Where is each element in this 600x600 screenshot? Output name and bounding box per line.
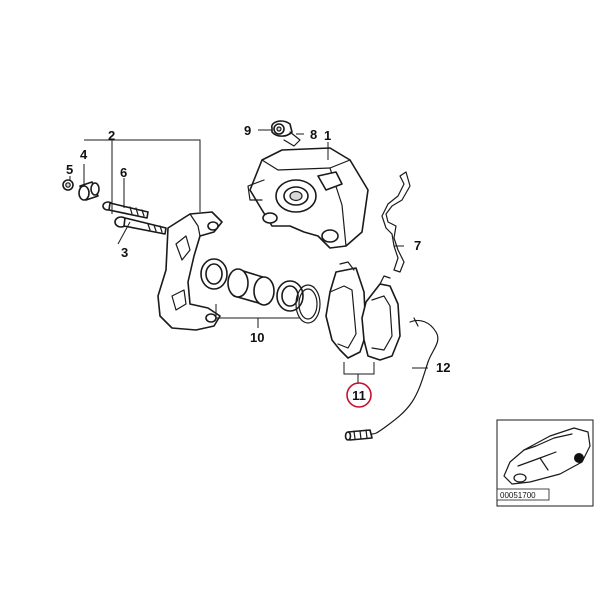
caliper-part[interactable] [247,147,369,249]
callout-10[interactable]: 10 [250,330,264,345]
wear-sensor-part[interactable] [344,317,439,441]
guide-bolt-part[interactable] [102,201,149,219]
callout-labels: 1 2 3 4 5 6 7 8 9 10 12 [66,123,450,375]
callout-11-highlight[interactable]: 11 [346,382,372,408]
callout-5[interactable]: 5 [66,162,73,177]
bolt-part[interactable] [114,216,167,235]
callout-12[interactable]: 12 [436,360,450,375]
car-outline-icon [503,427,591,485]
vehicle-inset: 00051700 [496,419,594,507]
callout-3[interactable]: 3 [121,245,128,260]
guide-bushing-part[interactable] [78,181,100,201]
anti-rattle-spring-part[interactable] [381,171,411,273]
callout-11-circle [346,382,372,408]
callout-8[interactable]: 8 [310,127,317,142]
callout-1[interactable]: 1 [324,128,331,143]
callout-11[interactable]: 11 [352,388,366,403]
brake-pad-set-part[interactable] [325,261,401,361]
callout-6[interactable]: 6 [120,165,127,180]
reference-code: 00051700 [500,491,536,500]
callout-7[interactable]: 7 [414,238,421,253]
wheel-location-marker [574,453,584,463]
bleeder-valve-part[interactable] [273,123,285,135]
guide-cap-part[interactable] [62,179,74,191]
callout-4[interactable]: 4 [80,147,88,162]
piston-repair-kit-part[interactable] [200,258,321,324]
callout-9[interactable]: 9 [244,123,251,138]
callout-2[interactable]: 2 [108,128,115,143]
leader-lines [69,129,428,384]
